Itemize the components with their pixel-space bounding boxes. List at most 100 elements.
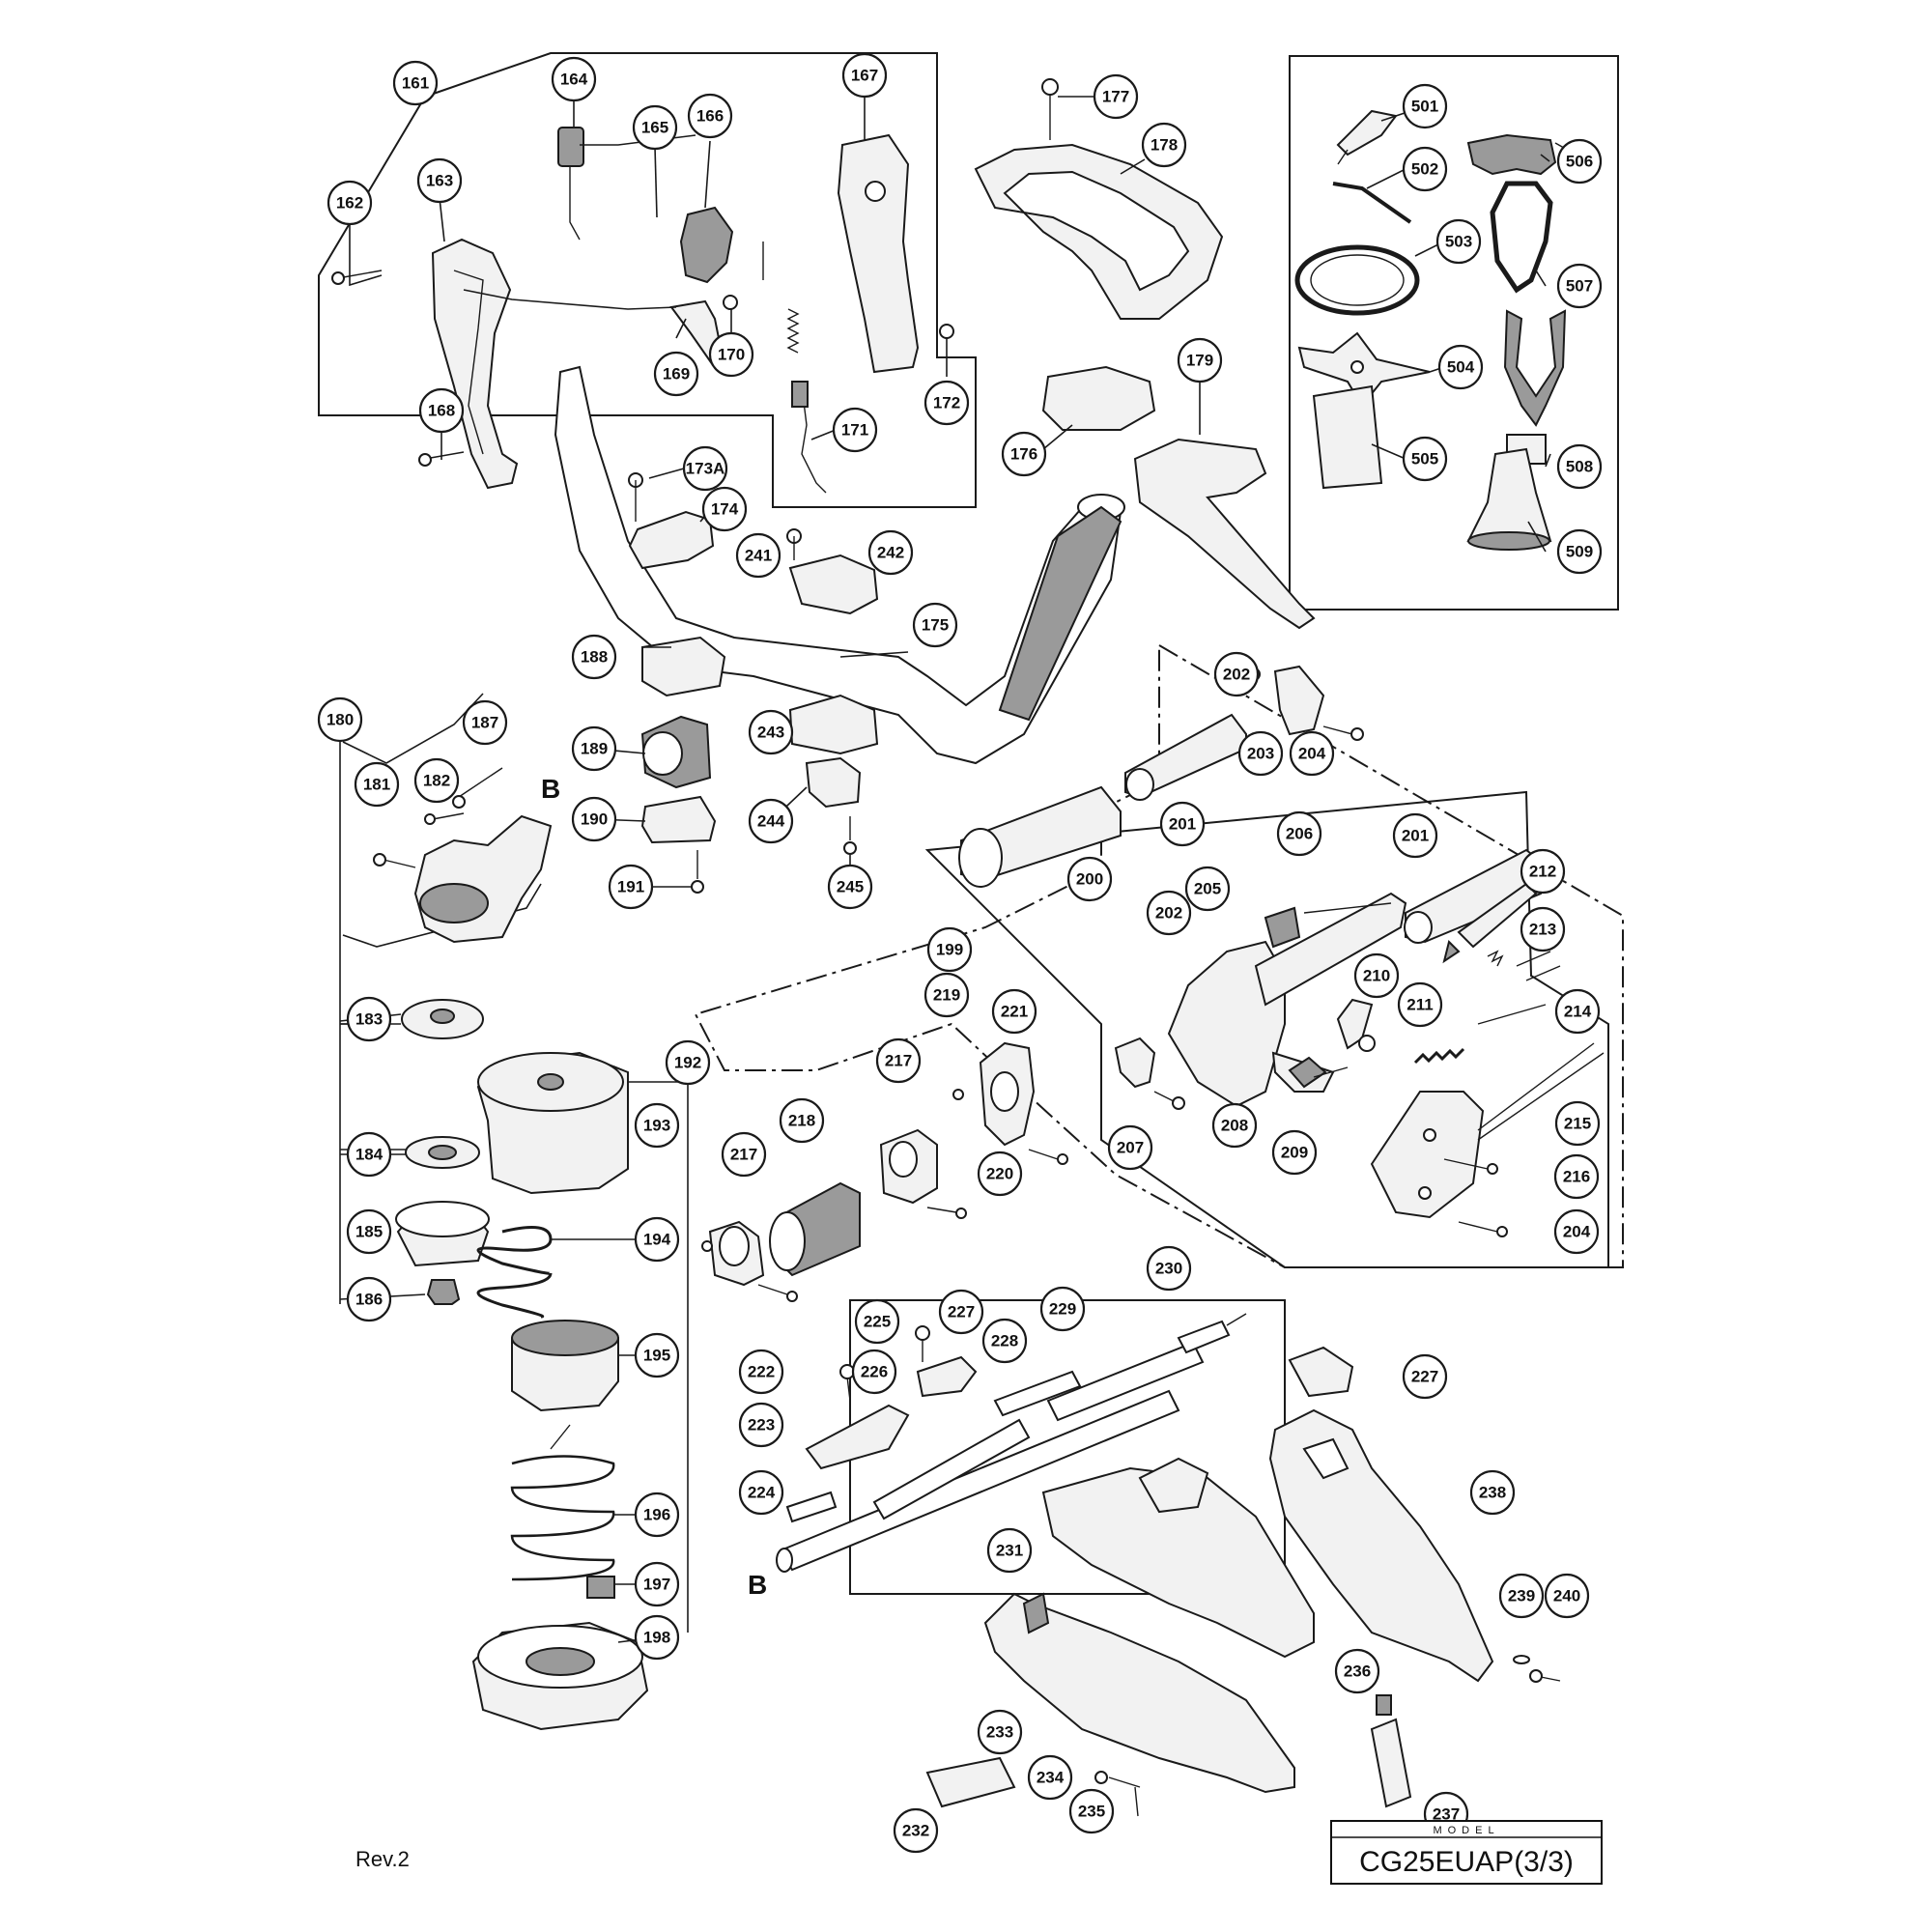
part-label-199: 199 bbox=[926, 926, 973, 973]
svg-text:225: 225 bbox=[864, 1313, 891, 1331]
part-label-227b: 227 bbox=[1402, 1353, 1448, 1400]
svg-text:170: 170 bbox=[718, 346, 745, 364]
part-label-166: 166 bbox=[687, 93, 733, 139]
part-label-233: 233 bbox=[977, 1709, 1023, 1755]
eyelet-part bbox=[586, 1576, 615, 1599]
part-label-200: 200 bbox=[1066, 856, 1113, 902]
svg-text:216: 216 bbox=[1563, 1168, 1590, 1186]
connector-letter-top: B bbox=[541, 774, 560, 804]
part-label-217b: 217 bbox=[875, 1037, 922, 1084]
part-label-224: 224 bbox=[738, 1469, 784, 1516]
part-callouts: 161 162 163 164 165 166 167 168 169 170 … bbox=[317, 52, 1603, 1854]
grip-housing-part bbox=[1167, 940, 1286, 1108]
part-label-235: 235 bbox=[1068, 1788, 1115, 1834]
part-label-218: 218 bbox=[779, 1097, 825, 1144]
svg-text:509: 509 bbox=[1566, 543, 1593, 561]
svg-text:236: 236 bbox=[1344, 1662, 1371, 1681]
part-label-206: 206 bbox=[1276, 810, 1322, 857]
svg-text:240: 240 bbox=[1553, 1587, 1580, 1605]
blade-part bbox=[1297, 331, 1431, 408]
svg-text:182: 182 bbox=[423, 772, 450, 790]
part-label-174: 174 bbox=[701, 486, 748, 532]
part-label-226: 226 bbox=[851, 1349, 897, 1395]
part-label-506: 506 bbox=[1556, 138, 1603, 185]
hex-key-part bbox=[1332, 182, 1412, 224]
svg-text:234: 234 bbox=[1037, 1769, 1065, 1787]
part-label-170: 170 bbox=[708, 331, 754, 378]
part-label-243: 243 bbox=[748, 709, 794, 755]
svg-text:180: 180 bbox=[327, 711, 354, 729]
svg-text:214: 214 bbox=[1564, 1003, 1592, 1021]
part-label-191: 191 bbox=[608, 864, 654, 910]
part-label-177: 177 bbox=[1093, 73, 1139, 120]
part-label-172: 172 bbox=[923, 380, 970, 426]
svg-text:181: 181 bbox=[363, 776, 390, 794]
part-label-165: 165 bbox=[632, 104, 678, 151]
svg-text:503: 503 bbox=[1445, 233, 1472, 251]
part-label-227a: 227 bbox=[938, 1289, 984, 1335]
part-label-240: 240 bbox=[1544, 1573, 1590, 1619]
svg-text:174: 174 bbox=[711, 500, 739, 519]
part-label-216: 216 bbox=[1553, 1153, 1600, 1200]
svg-text:199: 199 bbox=[936, 941, 963, 959]
svg-text:163: 163 bbox=[426, 172, 453, 190]
svg-text:209: 209 bbox=[1281, 1144, 1308, 1162]
part-label-509: 509 bbox=[1556, 528, 1603, 575]
clamp-upper-part bbox=[628, 510, 715, 570]
model-name: CG25EUAP(3/3) bbox=[1359, 1846, 1574, 1878]
part-label-213: 213 bbox=[1520, 906, 1566, 952]
svg-text:192: 192 bbox=[674, 1054, 701, 1072]
svg-text:204: 204 bbox=[1298, 745, 1326, 763]
svg-text:202: 202 bbox=[1223, 666, 1250, 684]
svg-text:198: 198 bbox=[643, 1629, 670, 1647]
part-label-198: 198 bbox=[634, 1614, 680, 1661]
svg-text:161: 161 bbox=[402, 74, 429, 93]
part-label-190: 190 bbox=[571, 796, 617, 842]
part-label-219: 219 bbox=[923, 972, 970, 1018]
part-label-244: 244 bbox=[748, 798, 794, 844]
svg-text:218: 218 bbox=[788, 1112, 815, 1130]
svg-text:178: 178 bbox=[1151, 136, 1178, 155]
part-label-164: 164 bbox=[551, 56, 597, 102]
svg-text:219: 219 bbox=[933, 986, 960, 1005]
svg-text:508: 508 bbox=[1566, 458, 1593, 476]
guard-lower-part bbox=[983, 1592, 1295, 1794]
svg-text:221: 221 bbox=[1001, 1003, 1028, 1021]
part-label-215: 215 bbox=[1554, 1100, 1601, 1147]
part-label-180: 180 bbox=[317, 696, 363, 743]
svg-text:168: 168 bbox=[428, 402, 455, 420]
svg-text:502: 502 bbox=[1411, 160, 1438, 179]
svg-text:201: 201 bbox=[1169, 815, 1196, 834]
part-label-188: 188 bbox=[571, 634, 617, 680]
part-label-202a: 202 bbox=[1213, 651, 1260, 697]
svg-text:202: 202 bbox=[1155, 904, 1182, 923]
svg-text:232: 232 bbox=[902, 1822, 929, 1840]
svg-text:506: 506 bbox=[1566, 153, 1593, 171]
part-label-505: 505 bbox=[1402, 436, 1448, 482]
part-label-229: 229 bbox=[1039, 1286, 1086, 1332]
part-label-508: 508 bbox=[1556, 443, 1603, 490]
handle-cover-part bbox=[837, 133, 920, 374]
svg-text:177: 177 bbox=[1102, 88, 1129, 106]
svg-text:239: 239 bbox=[1508, 1587, 1535, 1605]
line-coil-part bbox=[510, 1455, 615, 1581]
part-label-230: 230 bbox=[1146, 1245, 1192, 1292]
part-label-221: 221 bbox=[991, 988, 1037, 1035]
group-outline-handle bbox=[318, 52, 977, 508]
svg-text:200: 200 bbox=[1076, 870, 1103, 889]
svg-text:237: 237 bbox=[1433, 1805, 1460, 1824]
svg-text:241: 241 bbox=[745, 547, 772, 565]
part-label-228: 228 bbox=[981, 1318, 1028, 1364]
svg-text:188: 188 bbox=[581, 648, 608, 667]
svg-text:243: 243 bbox=[757, 724, 784, 742]
svg-text:172: 172 bbox=[933, 394, 960, 412]
svg-text:206: 206 bbox=[1286, 825, 1313, 843]
part-label-507: 507 bbox=[1556, 263, 1603, 309]
connector-letter-bottom: B bbox=[748, 1570, 767, 1600]
svg-text:501: 501 bbox=[1411, 98, 1438, 116]
switch-part bbox=[557, 127, 584, 167]
part-label-169: 169 bbox=[653, 351, 699, 397]
svg-text:173A: 173A bbox=[686, 460, 725, 478]
part-label-178: 178 bbox=[1141, 122, 1187, 168]
part-label-501: 501 bbox=[1402, 83, 1448, 129]
